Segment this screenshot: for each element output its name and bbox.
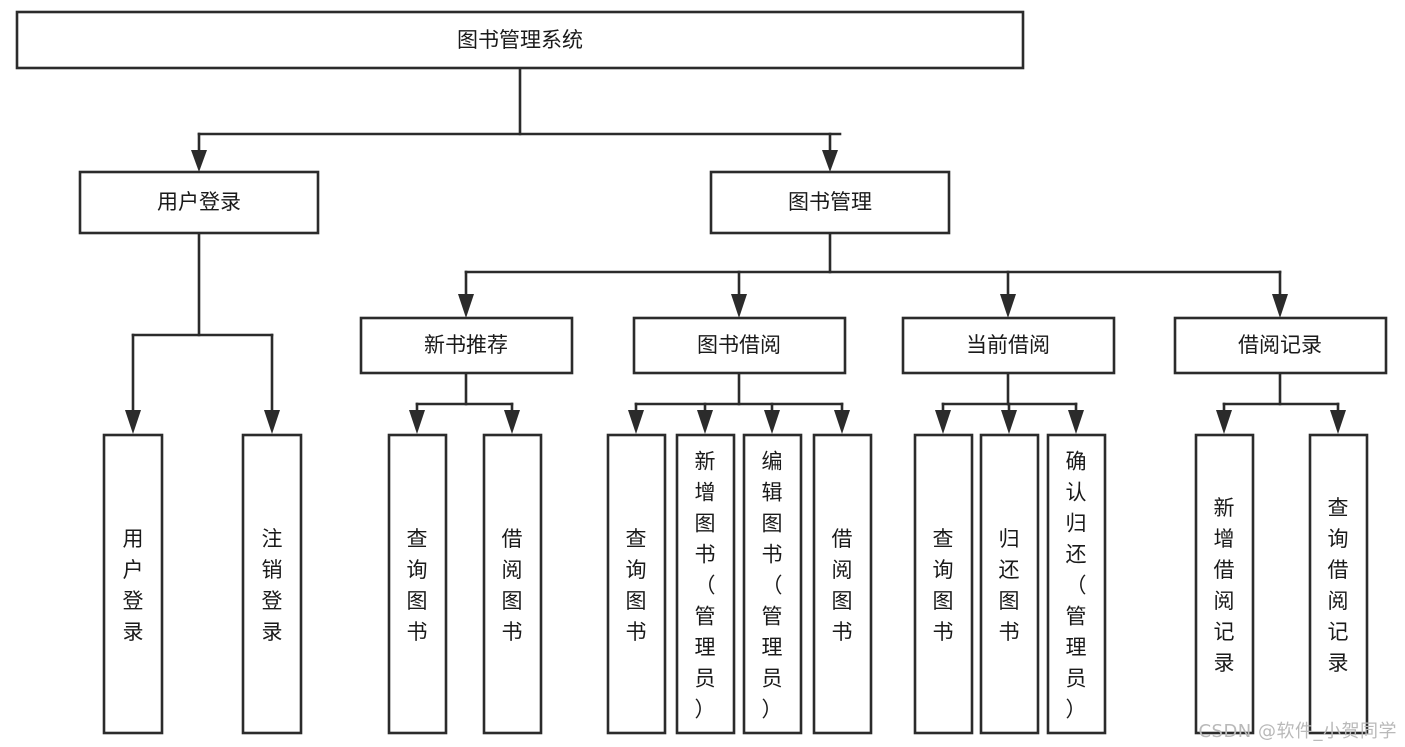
- arrowhead-borrow-record: [1272, 294, 1288, 318]
- node-leaf-query-book-1-box[interactable]: [387, 433, 448, 735]
- node-leaf-confirm-return-label: 确认归还（管理员）: [1066, 450, 1087, 722]
- node-current-borrow[interactable]: 当前借阅: [901, 316, 1116, 375]
- node-leaf-return-book[interactable]: 归还图书: [979, 433, 1040, 735]
- node-leaf-query-book-1-label: 查询图书: [407, 527, 428, 644]
- node-leaf-query-book-2-box[interactable]: [606, 433, 667, 735]
- arrowhead-leaf-add-book: [697, 410, 713, 434]
- arrowhead-leaf-query-book-3: [935, 410, 951, 434]
- node-leaf-query-book-3-box[interactable]: [913, 433, 974, 735]
- arrowhead-leaf-borrow-book-2: [834, 410, 850, 434]
- arrowhead-leaf-return-book: [1001, 410, 1017, 434]
- node-new-book-recommend-box[interactable]: [359, 316, 574, 375]
- node-leaf-query-book-2[interactable]: 查询图书: [606, 433, 667, 735]
- node-leaf-query-record-label: 查询借阅记录: [1328, 496, 1349, 675]
- node-leaf-query-book-1[interactable]: 查询图书: [387, 433, 448, 735]
- node-leaf-add-book-label: 新增图书（管理员）: [695, 450, 716, 722]
- node-leaf-add-record[interactable]: 新增借阅记录: [1194, 433, 1255, 735]
- node-book-management-label: 图书管理: [788, 190, 872, 214]
- arrowhead-leaf-query-record: [1330, 410, 1346, 434]
- node-leaf-logout-login-box[interactable]: [241, 433, 303, 735]
- node-current-borrow-label: 当前借阅: [966, 333, 1050, 357]
- node-leaf-query-book-3[interactable]: 查询图书: [913, 433, 974, 735]
- node-leaf-borrow-book-1[interactable]: 借阅图书: [482, 433, 543, 735]
- node-user-login-label: 用户登录: [157, 190, 241, 214]
- node-leaf-add-book-box[interactable]: [675, 433, 736, 735]
- arrowhead-leaf-query-book-1: [409, 410, 425, 434]
- node-new-book-recommend[interactable]: 新书推荐: [359, 316, 574, 375]
- arrowhead-leaf-edit-book: [764, 410, 780, 434]
- node-leaf-user-login[interactable]: 用户登录: [102, 433, 164, 735]
- node-book-management-box[interactable]: [709, 170, 951, 235]
- arrowhead-leaf-logout-login: [264, 410, 280, 434]
- node-leaf-add-record-box[interactable]: [1194, 433, 1255, 735]
- node-leaf-borrow-book-2[interactable]: 借阅图书: [812, 433, 873, 735]
- node-user-login[interactable]: 用户登录: [78, 170, 320, 235]
- node-root-box[interactable]: [15, 10, 1025, 70]
- node-leaf-borrow-book-2-label: 借阅图书: [832, 527, 853, 644]
- arrowhead-leaf-add-record: [1216, 410, 1232, 434]
- node-new-book-recommend-label: 新书推荐: [424, 333, 508, 357]
- node-leaf-user-login-label: 用户登录: [123, 527, 144, 644]
- node-book-borrow-box[interactable]: [632, 316, 847, 375]
- node-book-management[interactable]: 图书管理: [709, 170, 951, 235]
- node-current-borrow-box[interactable]: [901, 316, 1116, 375]
- node-leaf-query-record-box[interactable]: [1308, 433, 1369, 735]
- node-leaf-logout-login-label: 注销登录: [262, 527, 283, 644]
- node-leaf-edit-book-label: 编辑图书（管理员）: [762, 450, 783, 722]
- arrowhead-leaf-user-login: [125, 410, 141, 434]
- node-borrow-record[interactable]: 借阅记录: [1173, 316, 1388, 375]
- node-leaf-add-record-label: 新增借阅记录: [1214, 496, 1235, 675]
- node-book-borrow[interactable]: 图书借阅: [632, 316, 847, 375]
- node-leaf-borrow-book-1-box[interactable]: [482, 433, 543, 735]
- node-borrow-record-label: 借阅记录: [1238, 333, 1322, 357]
- node-leaf-query-book-2-label: 查询图书: [626, 527, 647, 644]
- node-leaf-confirm-return[interactable]: 确认归还（管理员）: [1046, 433, 1107, 735]
- node-leaf-return-book-box[interactable]: [979, 433, 1040, 735]
- node-borrow-record-box[interactable]: [1173, 316, 1388, 375]
- arrowhead-leaf-query-book-2: [628, 410, 644, 434]
- arrowhead-new-book-recommend: [458, 294, 474, 318]
- node-root-label: 图书管理系统: [457, 28, 583, 52]
- node-leaf-logout-login[interactable]: 注销登录: [241, 433, 303, 735]
- node-leaf-user-login-box[interactable]: [102, 433, 164, 735]
- arrowhead-current-borrow: [1000, 294, 1016, 318]
- node-leaf-confirm-return-box[interactable]: [1046, 433, 1107, 735]
- node-user-login-box[interactable]: [78, 170, 320, 235]
- node-leaf-return-book-label: 归还图书: [999, 527, 1020, 644]
- arrowhead-book-borrow: [731, 294, 747, 318]
- node-book-borrow-label: 图书借阅: [697, 333, 781, 357]
- node-leaf-query-record[interactable]: 查询借阅记录: [1308, 433, 1369, 735]
- arrowhead-leaf-borrow-book-1: [504, 410, 520, 434]
- node-leaf-borrow-book-1-label: 借阅图书: [502, 527, 523, 644]
- connector-layer: [125, 66, 1346, 434]
- node-leaf-query-book-3-label: 查询图书: [933, 527, 954, 644]
- node-leaf-edit-book-box[interactable]: [742, 433, 803, 735]
- arrowhead-leaf-confirm-return: [1068, 410, 1084, 434]
- node-leaf-add-book[interactable]: 新增图书（管理员）: [675, 433, 736, 735]
- node-leaf-borrow-book-2-box[interactable]: [812, 433, 873, 735]
- arrowhead-user-login: [191, 150, 207, 172]
- node-leaf-edit-book[interactable]: 编辑图书（管理员）: [742, 433, 803, 735]
- arrowhead-book-management: [822, 150, 838, 172]
- node-root[interactable]: 图书管理系统: [15, 10, 1025, 70]
